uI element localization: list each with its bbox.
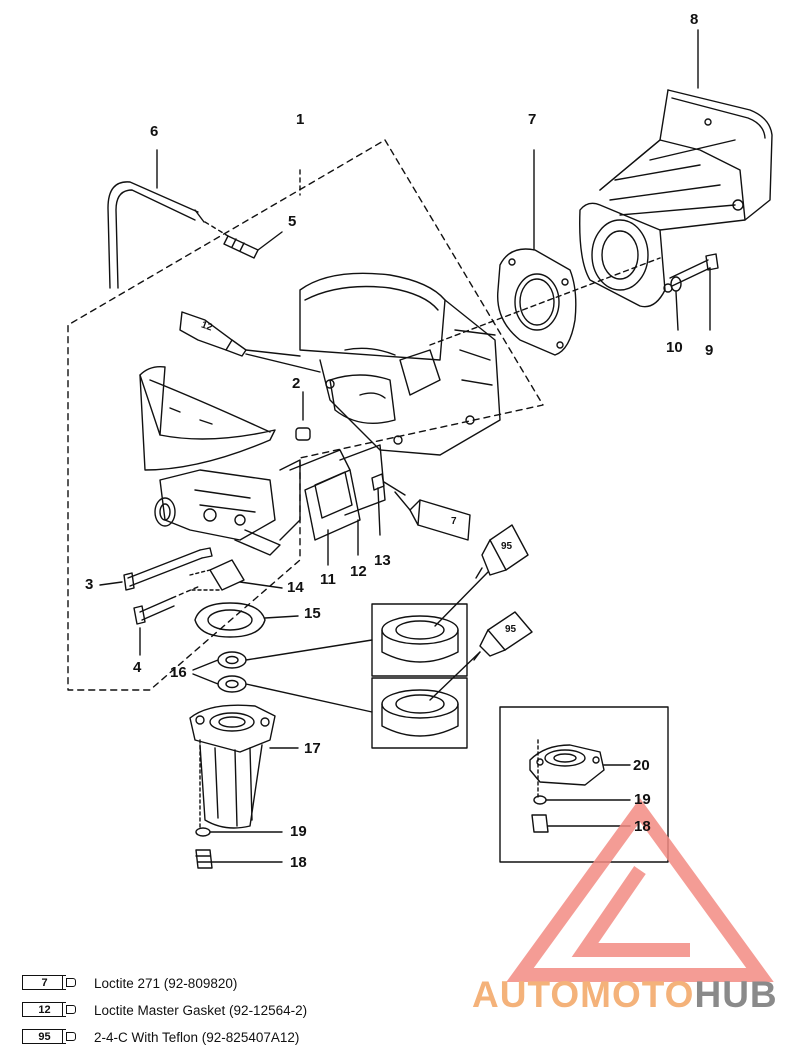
adapter-plate-part-8 xyxy=(579,29,773,308)
gasket-part-15 xyxy=(194,602,299,638)
watermark-text: AUTOMOTOHUB xyxy=(472,976,778,1013)
tube-95a-graphic xyxy=(475,524,529,579)
tube-icon: 7 xyxy=(22,974,84,992)
callout-3: 3 xyxy=(85,576,94,593)
callout-2: 2 xyxy=(292,375,301,392)
callout-20: 20 xyxy=(633,757,650,774)
watermark-logo xyxy=(506,798,774,982)
gasket-part-7 xyxy=(496,149,577,356)
callout-8: 8 xyxy=(690,11,699,28)
tube-label-95a: 95 xyxy=(501,541,513,552)
carburetor-assembly xyxy=(139,365,301,556)
tube-icon: 95 xyxy=(22,1028,84,1046)
bolt-part-9 xyxy=(669,253,719,331)
legend-row-12: 12 Loctite Master Gasket (92-12564-2) xyxy=(22,999,307,1021)
callout-5: 5 xyxy=(288,213,297,230)
callout-1: 1 xyxy=(296,111,305,128)
fitting-part-5 xyxy=(204,221,283,259)
callout-4: 4 xyxy=(133,659,142,676)
callout-6: 6 xyxy=(150,123,159,140)
callout-19: 19 xyxy=(290,823,307,840)
pin-part-2 xyxy=(295,391,311,441)
legend-text-7: Loctite 271 (92-809820) xyxy=(94,975,238,991)
tube-label-95b: 95 xyxy=(505,624,517,635)
screw-part-13 xyxy=(371,473,406,536)
callout-19-inset: 19 xyxy=(634,791,651,808)
callout-16: 16 xyxy=(170,664,187,681)
callout-17: 17 xyxy=(304,740,321,757)
callout-12: 12 xyxy=(350,563,367,580)
callout-11: 11 xyxy=(320,571,336,588)
gasket-part-14 xyxy=(189,559,283,591)
legend-row-7: 7 Loctite 271 (92-809820) xyxy=(22,972,237,994)
legend-row-95: 95 2-4-C With Teflon (92-825407A12) xyxy=(22,1026,299,1048)
washer-part-19 xyxy=(195,827,283,837)
callout-7: 7 xyxy=(528,111,537,128)
callout-9: 9 xyxy=(705,342,714,359)
crankcase-part-1 xyxy=(299,272,501,456)
group-outline-dashed xyxy=(67,139,544,691)
callout-18-inset: 18 xyxy=(634,818,651,835)
callout-14: 14 xyxy=(287,579,304,596)
tube-7-graphic xyxy=(394,491,471,541)
bolt-part-18 xyxy=(195,849,283,869)
alignment-line xyxy=(429,257,661,346)
inset-box xyxy=(499,706,669,863)
bolt-part-4 xyxy=(133,585,201,656)
callout-13: 13 xyxy=(374,552,391,569)
callout-15: 15 xyxy=(304,605,321,622)
watermark-hub: HUB xyxy=(694,974,778,1015)
reed-plates-part-11-12 xyxy=(289,444,386,566)
bolt-part-3 xyxy=(99,547,213,591)
tube-12-graphic xyxy=(179,311,321,373)
washer-part-10 xyxy=(670,276,682,331)
legend-text-95: 2-4-C With Teflon (92-825407A12) xyxy=(94,1029,300,1045)
hose-part-6 xyxy=(107,149,205,289)
watermark-automoto: AUTOMOTO xyxy=(472,974,695,1015)
tube-icon: 12 xyxy=(22,1001,84,1019)
seal-detail-boxes xyxy=(371,571,489,749)
seals-part-16 xyxy=(192,639,373,713)
callout-10: 10 xyxy=(666,339,683,356)
tube-label-7: 7 xyxy=(451,516,457,527)
legend-text-12: Loctite Master Gasket (92-12564-2) xyxy=(94,1002,308,1018)
tube-95b-graphic xyxy=(473,611,533,661)
callout-18: 18 xyxy=(290,854,307,871)
housing-part-17 xyxy=(189,704,299,831)
